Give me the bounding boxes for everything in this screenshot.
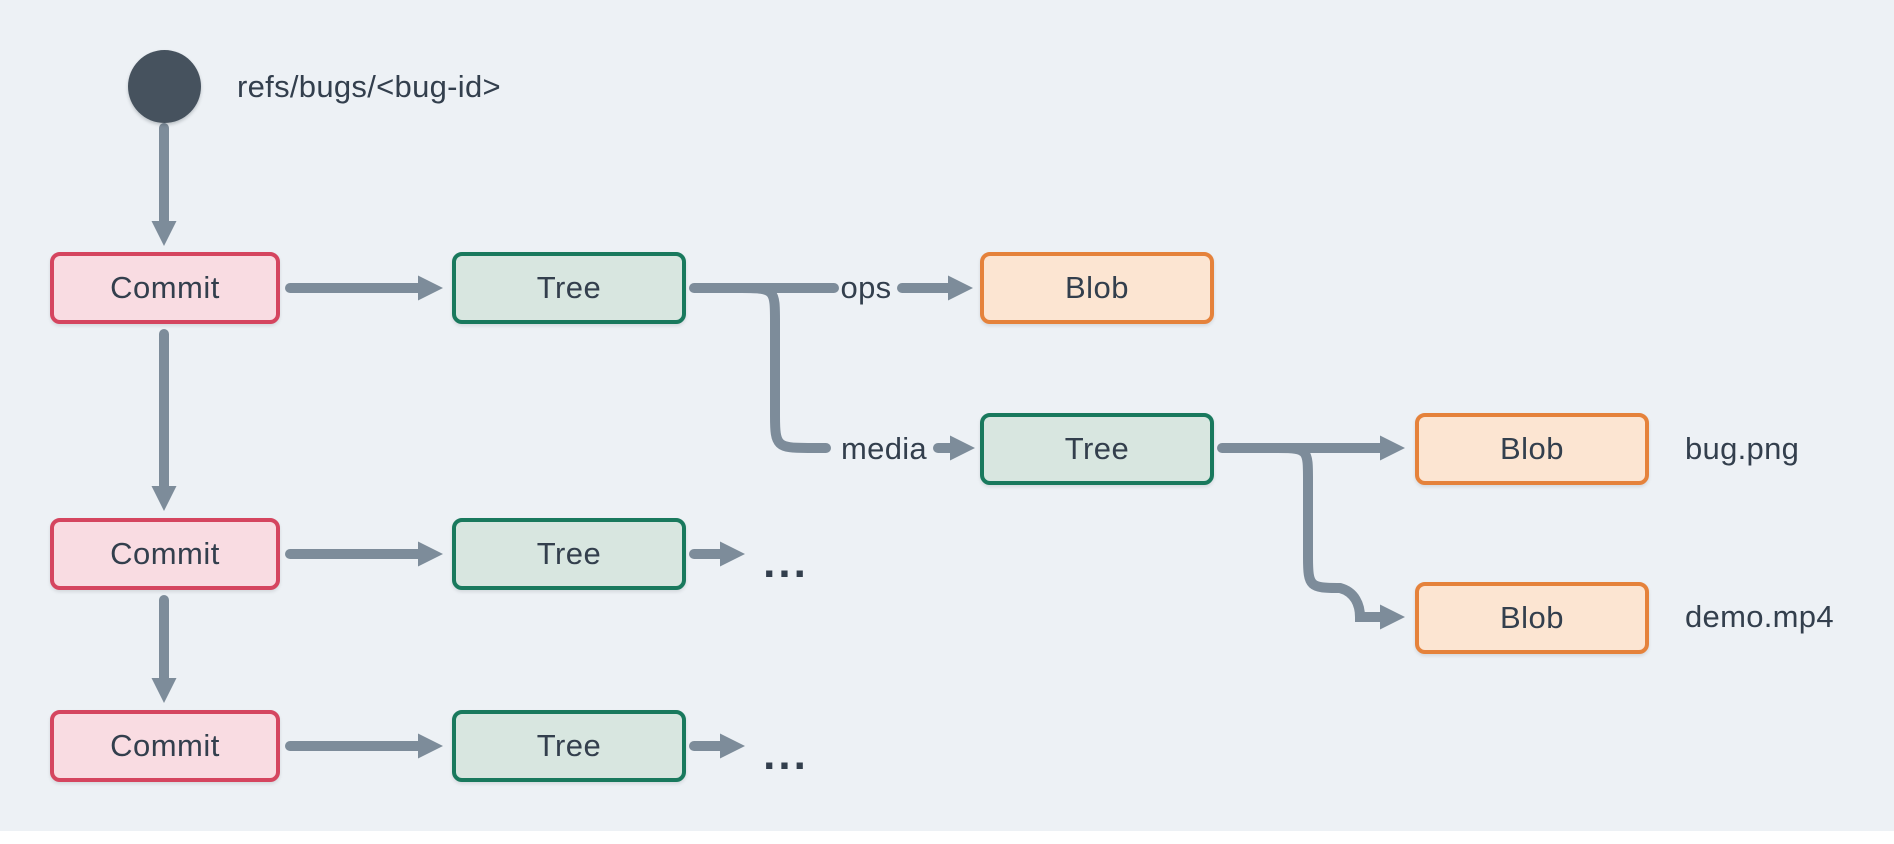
tree-node-2: Tree xyxy=(980,413,1214,485)
tree-node-3-label: Tree xyxy=(536,536,602,571)
edge-label-media: media xyxy=(841,431,927,466)
blob-node-demo: Blob xyxy=(1415,582,1649,654)
ellipsis-row2: ... xyxy=(763,538,809,587)
blob-node-bug-label: Blob xyxy=(1499,431,1565,466)
ref-label: refs/bugs/<bug-id> xyxy=(237,69,501,104)
branch-tree1-to-media xyxy=(737,283,831,453)
tree-node-3: Tree xyxy=(452,518,686,590)
edge-label-ops: ops xyxy=(840,270,892,305)
blob-node-demo-label: Blob xyxy=(1499,600,1565,635)
blob-node-ops: Blob xyxy=(980,252,1214,324)
commit-node-1: Commit xyxy=(50,252,280,324)
bottom-white-strip xyxy=(0,831,1894,844)
blob-node-ops-label: Blob xyxy=(1064,270,1130,305)
tree-node-4-label: Tree xyxy=(536,728,602,763)
tree-node-1: Tree xyxy=(452,252,686,324)
commit-node-1-label: Commit xyxy=(110,270,220,305)
tree-node-2-label: Tree xyxy=(1064,431,1130,466)
commit-node-2: Commit xyxy=(50,518,280,590)
commit-node-3: Commit xyxy=(50,710,280,782)
ref-circle xyxy=(128,50,201,123)
commit-node-3-label: Commit xyxy=(110,728,220,763)
blob-node-bug: Blob xyxy=(1415,413,1649,485)
tree-node-1-label: Tree xyxy=(536,270,602,305)
tree-node-4: Tree xyxy=(452,710,686,782)
file-label-bug-png: bug.png xyxy=(1685,431,1800,466)
ellipsis-row3: ... xyxy=(763,730,809,779)
commit-node-2-label: Commit xyxy=(110,536,220,571)
file-label-demo-mp4: demo.mp4 xyxy=(1685,599,1834,634)
branch-tree2-to-blob-demo xyxy=(1273,443,1405,630)
